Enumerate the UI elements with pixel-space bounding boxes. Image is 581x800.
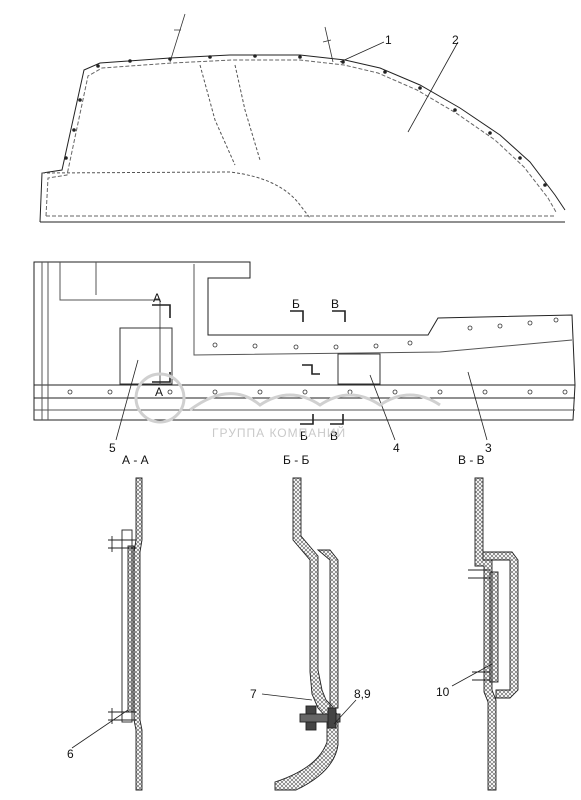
section-aa-inner xyxy=(127,545,135,713)
callout-4: 4 xyxy=(393,441,400,455)
callout-3: 3 xyxy=(485,441,492,455)
fender-housing xyxy=(41,171,311,219)
watermark xyxy=(134,372,441,424)
callout-6: 6 xyxy=(67,747,74,761)
fender-inner-dashed xyxy=(45,59,557,217)
section-vv-bolt-top xyxy=(468,569,490,579)
section-aa-bolt-top xyxy=(108,536,136,552)
leader-2 xyxy=(407,41,459,133)
section-bb-nut xyxy=(327,707,337,729)
panel-left-flange xyxy=(41,262,49,420)
panel-holes xyxy=(67,317,568,395)
top-fender-view xyxy=(39,13,566,223)
callout-1: 1 xyxy=(385,33,392,47)
side-panel-view xyxy=(33,261,576,441)
cut-mark-a-top: А xyxy=(153,291,161,305)
cut-v-top xyxy=(332,310,346,322)
panel-outline xyxy=(33,261,576,421)
fender-housing-back xyxy=(199,64,236,166)
section-bb-panel xyxy=(274,477,339,791)
section-bb xyxy=(261,477,357,791)
cut-mark-b-top: Б xyxy=(292,297,300,311)
section-title-vv: В - В xyxy=(458,453,485,467)
leader-6 xyxy=(71,709,129,749)
fender-outline xyxy=(39,54,566,223)
section-aa xyxy=(71,477,143,791)
cut-mark-v-top: В xyxy=(331,297,339,311)
step-mark xyxy=(302,364,320,375)
callout-89: 8,9 xyxy=(354,687,371,701)
section-vv-plate xyxy=(489,571,499,683)
cut-a-top xyxy=(152,304,171,318)
watermark-script xyxy=(189,392,441,412)
leader-4 xyxy=(369,374,396,441)
callout-10: 10 xyxy=(436,685,450,699)
cut-v-bottom xyxy=(330,414,344,425)
center-mark-right xyxy=(322,26,334,63)
fender-housing-back-2 xyxy=(234,64,261,161)
watermark-text: ГРУППА КОМПАНИЙ xyxy=(212,425,346,440)
section-title-bb: Б - Б xyxy=(283,453,310,467)
leader-5 xyxy=(115,359,139,441)
section-bb-bracket xyxy=(316,549,339,709)
section-title-aa: А - А xyxy=(122,453,149,467)
cut-mark-a-bottom: А xyxy=(155,385,163,399)
panel-inner-frame xyxy=(193,264,573,356)
leader-10 xyxy=(451,663,493,687)
watermark-logo xyxy=(134,372,186,424)
callout-2: 2 xyxy=(452,33,459,47)
cut-mark-v-bottom: В xyxy=(330,429,338,443)
callout-7: 7 xyxy=(250,687,257,701)
fender-fasteners xyxy=(64,54,547,187)
part-4-plate xyxy=(337,353,381,385)
section-vv-bolt-bottom xyxy=(472,671,490,681)
leader-3 xyxy=(467,371,488,441)
center-mark-left xyxy=(169,13,186,63)
cut-b-bottom xyxy=(300,414,314,425)
cut-b-top xyxy=(290,310,304,322)
section-vv xyxy=(451,477,519,791)
leader-1 xyxy=(339,41,385,63)
cut-mark-b-bottom: Б xyxy=(300,429,308,443)
part-5-plate xyxy=(119,327,173,385)
callout-5: 5 xyxy=(109,441,116,455)
section-aa-panel xyxy=(133,477,143,791)
leader-89 xyxy=(333,699,357,725)
panel-left-cover xyxy=(59,262,161,385)
leader-7 xyxy=(261,693,313,701)
section-vv-bracket xyxy=(482,551,519,699)
